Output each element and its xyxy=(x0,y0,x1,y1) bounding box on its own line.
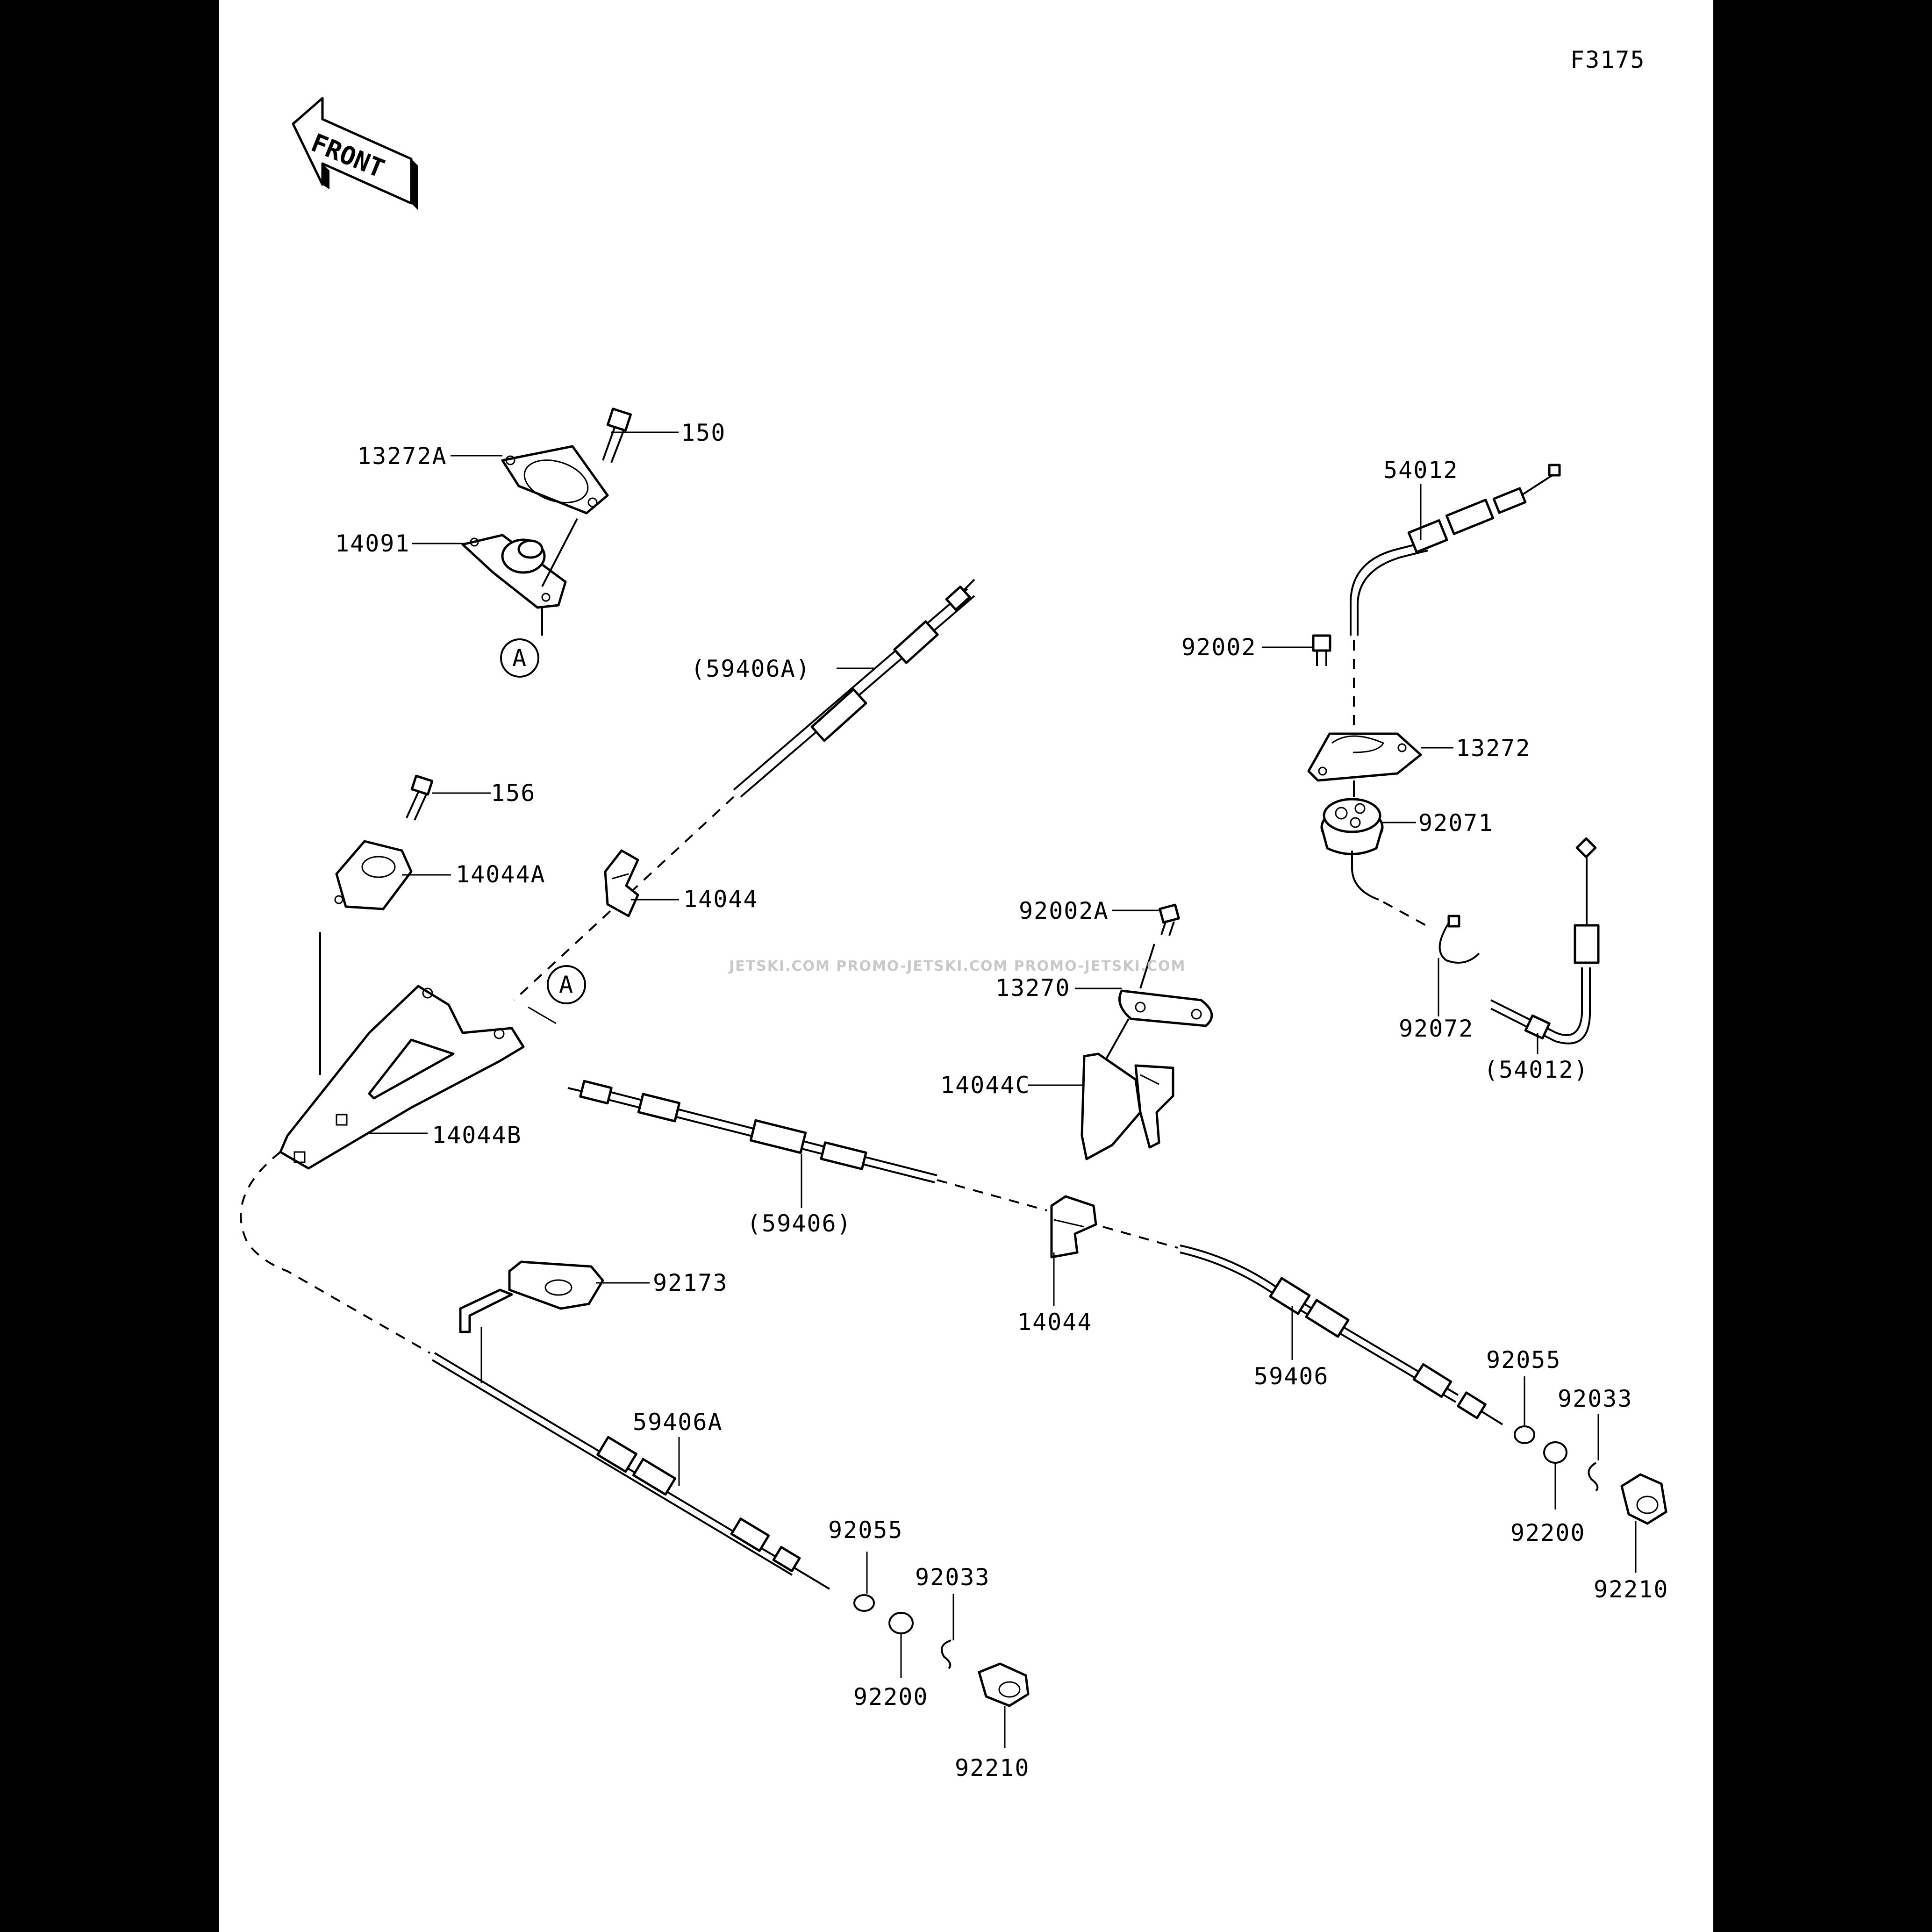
bracket-14044b xyxy=(279,985,525,1170)
label-92200-right: 92200 xyxy=(1510,1519,1586,1546)
cable-holder-14091 xyxy=(461,534,567,609)
throttle-cable-lower-right xyxy=(1180,1245,1503,1425)
label-92002a: 92002A xyxy=(1019,897,1109,924)
bolt-156 xyxy=(406,774,434,821)
label-92002: 92002 xyxy=(1181,634,1257,661)
bolt-92002 xyxy=(1312,634,1331,666)
label-92072: 92072 xyxy=(1399,1015,1474,1042)
o-ring-92055-left xyxy=(853,1594,875,1612)
label-14044c: 14044C xyxy=(940,1072,1030,1099)
clamp-14044-upper xyxy=(604,849,639,917)
washer-92200-right xyxy=(1543,1441,1567,1464)
label-92071: 92071 xyxy=(1418,809,1494,837)
clip-92033-left xyxy=(941,1639,952,1669)
label-92033-right: 92033 xyxy=(1558,1385,1633,1412)
bolt-92002a xyxy=(1159,903,1180,936)
washer-92200-left xyxy=(888,1612,914,1634)
front-arrow-icon: FRONT xyxy=(292,97,418,210)
label-92173: 92173 xyxy=(653,1269,728,1296)
nut-92210-left xyxy=(978,1662,1030,1707)
label-92055-left: 92055 xyxy=(828,1517,903,1544)
o-ring-92055-right xyxy=(1514,1425,1535,1444)
choke-cable-lower xyxy=(1490,837,1600,1045)
label-59406a-paren: (59406A) xyxy=(691,655,811,682)
label-92200-left: 92200 xyxy=(853,1683,929,1710)
throttle-cable-lower-left xyxy=(240,1151,830,1590)
plate-13270 xyxy=(1118,989,1213,1027)
bracket-14044c xyxy=(1080,1052,1174,1160)
label-54012-paren: (54012) xyxy=(1484,1056,1589,1083)
label-ref-a-bracket: A xyxy=(559,971,574,998)
label-13272a: 13272A xyxy=(357,443,447,470)
label-54012: 54012 xyxy=(1383,457,1459,484)
clamp-14044-middle xyxy=(1050,1195,1097,1259)
clamp-14044a xyxy=(334,840,413,910)
label-13272: 13272 xyxy=(1456,735,1531,762)
choke-cable-upper xyxy=(1350,464,1561,757)
label-92210-right: 92210 xyxy=(1594,1576,1669,1603)
plate-92173 xyxy=(459,1260,604,1333)
plate-13272 xyxy=(1307,732,1422,782)
label-92033-left: 92033 xyxy=(915,1564,990,1591)
clip-92072 xyxy=(1438,915,1480,964)
gasket-13272a xyxy=(501,445,609,515)
throttle-cable-upper xyxy=(513,579,975,1001)
ref-circle-a-bracket xyxy=(547,965,586,1004)
label-13270: 13270 xyxy=(995,974,1071,1002)
label-59406-paren: (59406) xyxy=(747,1210,852,1237)
leader-lines xyxy=(369,431,1637,1748)
label-92055-right: 92055 xyxy=(1486,1346,1561,1374)
label-14044-upper: 14044 xyxy=(683,886,758,913)
grommet-92071 xyxy=(1320,798,1384,855)
label-ref-a-top: A xyxy=(512,644,527,672)
clip-92033-right xyxy=(1588,1462,1599,1492)
ref-circle-a-top xyxy=(500,638,539,678)
label-14044-middle: 14044 xyxy=(1017,1309,1093,1336)
label-14044b: 14044B xyxy=(432,1122,522,1149)
label-59406a: 59406A xyxy=(633,1409,723,1436)
label-92210-left: 92210 xyxy=(955,1754,1030,1782)
throttle-cable-middle xyxy=(567,1080,1178,1249)
label-14091: 14091 xyxy=(335,530,410,557)
label-156: 156 xyxy=(491,780,536,807)
bolt-150 xyxy=(602,408,632,463)
label-59406: 59406 xyxy=(1254,1363,1329,1390)
figure-code: F3175 xyxy=(1570,46,1646,73)
label-14044a: 14044A xyxy=(456,861,546,888)
watermark-text: JETSKI.COM PROMO-JETSKI.COM PROMO-JETSKI… xyxy=(728,958,1186,974)
diagram-sheet xyxy=(219,0,1713,1932)
nut-92210-right xyxy=(1620,1473,1667,1525)
label-150: 150 xyxy=(681,419,726,446)
